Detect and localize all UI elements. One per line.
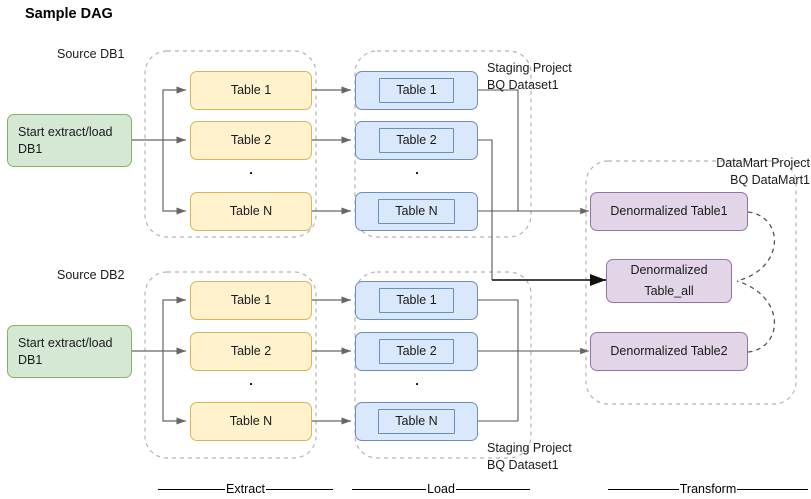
extract2-table-1[interactable]: Table 1 [190,281,312,320]
phase-transform-rule-right [737,488,808,490]
edge-l1t2-down [478,139,493,280]
extract1-table-n[interactable]: Table N [190,192,312,231]
edge-denorm2-to-all [736,280,776,353]
datamart-project-label: DataMart Project BQ DataMart1 [716,156,810,187]
phase-transform-rule-left [608,488,679,490]
extract2-table-2-label: Table 2 [230,344,272,359]
extract2-table-n-label: Table N [229,414,273,429]
denormalized-table2-node[interactable]: Denormalized Table2 [590,332,748,371]
extract-group-1-boundary [144,50,317,238]
staging-project-label-top: Staging Project BQ Dataset1 [487,61,572,92]
phase-extract: Extract [158,482,333,496]
load1-table-1[interactable]: Table 1 [355,71,478,110]
source-db1-label: Source DB1 [57,47,125,61]
load1-table-n-label: Table N [378,199,455,224]
phase-extract-label: Extract [226,482,265,496]
datamart-group-boundary [585,160,797,405]
staging-project-label-bottom: Staging Project BQ Dataset1 [487,441,572,472]
load2-table-n[interactable]: Table N [355,402,478,441]
load2-table-n-label: Table N [378,409,455,434]
denormalized-table-all-line1: Denormalized [630,263,708,278]
load2-table-1-label: Table 1 [379,288,454,313]
start-node-db1-label: Start extract/load DB1 [18,124,113,156]
phase-extract-rule-right [265,488,333,490]
extract2-table-n[interactable]: Table N [190,402,312,441]
extract1-table-n-label: Table N [229,204,273,219]
denormalized-table1-label: Denormalized Table1 [610,204,728,219]
extract2-table-1-label: Table 1 [230,293,272,308]
phase-transform-label: Transform [679,482,737,496]
load2-table-1[interactable]: Table 1 [355,281,478,320]
extract-group-2-boundary [144,271,317,459]
start-node-db2[interactable]: Start extract/load DB1 [7,325,132,378]
edge-start2-to-tn [162,351,186,425]
extract1-table-2-label: Table 2 [230,133,272,148]
edge-start1-to-tn [162,140,186,215]
denormalized-table1-node[interactable]: Denormalized Table1 [590,192,748,231]
load2-table-2[interactable]: Table 2 [355,332,478,371]
denormalized-table-all-node[interactable]: Denormalized Table_all [606,259,732,303]
extract1-table-1[interactable]: Table 1 [190,71,312,110]
extract2-table-2[interactable]: Table 2 [190,332,312,371]
phase-load-label: Load [427,482,455,496]
edge-l1t1-down [478,89,519,141]
extract1-table-1-label: Table 1 [230,83,272,98]
extract1-table-2[interactable]: Table 2 [190,121,312,160]
phase-extract-rule-left [158,488,226,490]
denormalized-table2-label: Denormalized Table2 [610,344,728,359]
edge-start1-to-t1 [162,86,186,140]
edge-denorm1-to-all [736,211,776,282]
phase-transform: Transform [608,482,808,496]
load1-table-1-label: Table 1 [379,78,454,103]
phase-load-rule-left [352,488,427,490]
phase-load-rule-right [455,488,530,490]
load-group-2-boundary [354,271,532,459]
load2-table-2-label: Table 2 [379,339,454,364]
load-group-1-boundary [354,50,532,238]
denormalized-table-all-line2: Table_all [644,284,694,298]
edge-start2-to-t1 [162,296,186,351]
load1-table-n[interactable]: Table N [355,192,478,231]
load1-table-2[interactable]: Table 2 [355,121,478,160]
start-node-db1[interactable]: Start extract/load DB1 [7,114,132,167]
start-node-db2-label: Start extract/load DB1 [18,335,113,367]
edge-l2t1-down [478,299,519,421]
phase-load: Load [352,482,530,496]
source-db2-label: Source DB2 [57,268,125,282]
page-title: Sample DAG [25,6,113,22]
load1-table-2-label: Table 2 [379,128,454,153]
